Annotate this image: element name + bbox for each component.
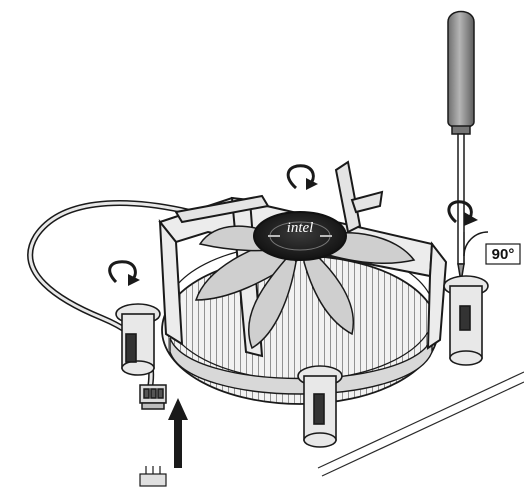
mounting-bracket: [174, 160, 384, 234]
rotate-arrow-icon: [447, 200, 473, 224]
fan-connector-plug: [139, 384, 167, 410]
angle-label: 90°: [492, 246, 515, 263]
fan-hub: intel: [253, 211, 347, 261]
screwdriver: [447, 10, 475, 277]
rotate-arrow-icon: [108, 260, 137, 284]
rotate-arrow-icon: [286, 164, 315, 190]
motherboard-edge: [317, 371, 524, 477]
up-arrow-icon: [168, 398, 188, 468]
rotate-arrow-head: [306, 178, 318, 190]
rotate-arrow-head: [464, 212, 478, 226]
fan-header-pins: [139, 466, 167, 487]
push-pin-front: [297, 365, 343, 448]
push-pin-left: [115, 303, 161, 376]
rotate-arrow-head: [128, 274, 140, 286]
push-pin-right: [443, 275, 489, 366]
brand-logo: intel: [287, 220, 314, 236]
angle-callout: 90°: [463, 231, 521, 265]
